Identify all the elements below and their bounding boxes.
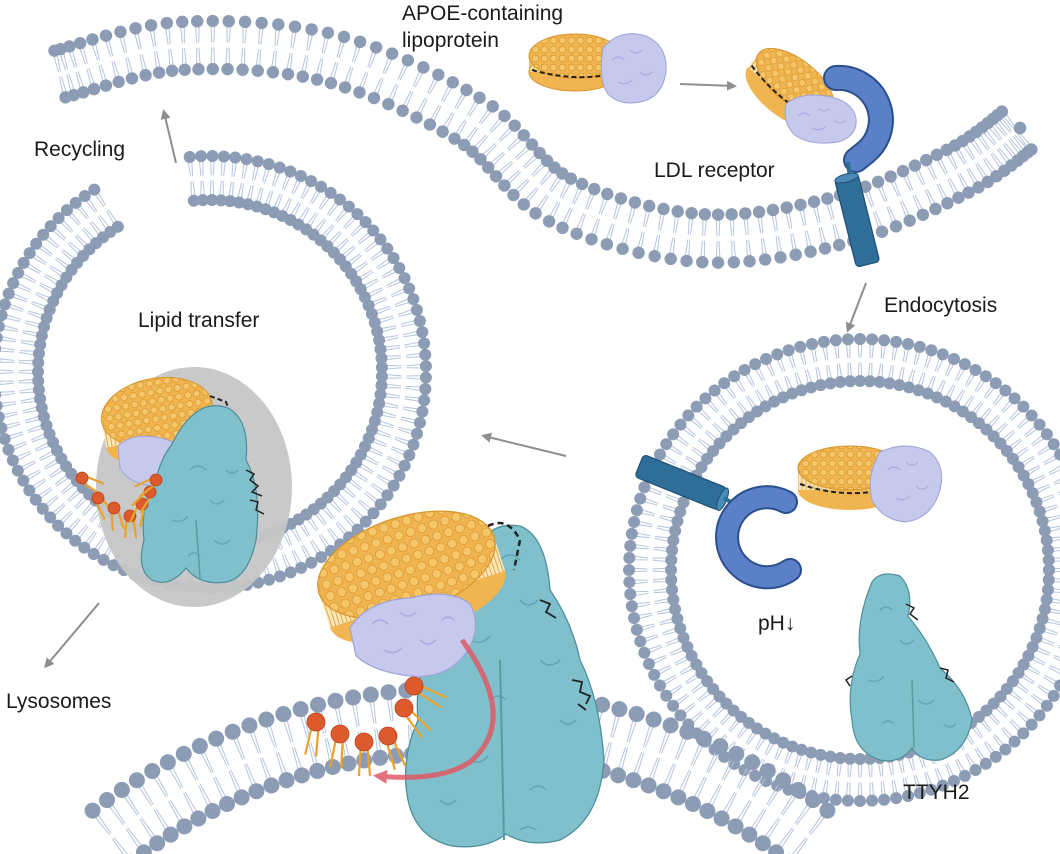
inset-ttyh2-icon xyxy=(140,405,265,584)
recycling-label: Recycling xyxy=(34,138,126,161)
receptor-bound-lipoprotein-icon xyxy=(745,47,857,144)
endosome-ttyh2-icon xyxy=(844,573,973,762)
endosome-ldl-receptor-icon xyxy=(635,454,802,590)
endocytosis-label: Endocytosis xyxy=(884,294,998,317)
zoom-lipoprotein-icon xyxy=(317,510,522,678)
lipoprotein-label-line2: lipoprotein xyxy=(402,29,499,52)
endosome-membrane xyxy=(623,333,1060,807)
lipid-transfer-arrow xyxy=(373,638,496,784)
lipoprotein-label-line1: APOE-containing xyxy=(402,2,564,25)
plasma-membrane xyxy=(48,14,1038,269)
arrow-to-lipid-transfer xyxy=(481,432,567,457)
ldl-receptor-icon xyxy=(823,64,894,268)
lysosomes-label: Lysosomes xyxy=(6,690,112,713)
arrow-lysosomes xyxy=(44,602,100,669)
inset-lipid-molecules xyxy=(75,471,163,539)
ph-label: pH↓ xyxy=(758,612,796,635)
arrow-endocytosis xyxy=(845,282,867,333)
zoom-lipid-molecules xyxy=(304,676,447,777)
apoe-lipoprotein-icon xyxy=(528,33,667,104)
endosome-lipoprotein-icon xyxy=(797,445,943,523)
arrow-lipoprotein-to-receptor xyxy=(679,80,737,91)
ttyh2-label: TTYH2 xyxy=(903,781,970,804)
arrow-recycling xyxy=(160,109,177,164)
ldl-receptor-label: LDL receptor xyxy=(654,159,775,182)
lipid-transfer-label: Lipid transfer xyxy=(138,309,260,332)
